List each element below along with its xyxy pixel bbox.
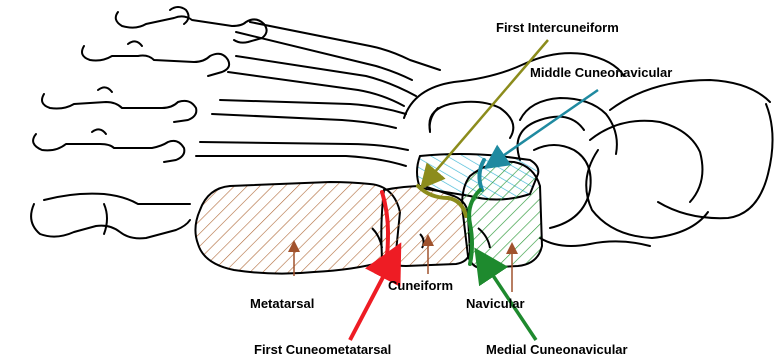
label-medial-cuneonavicular: Medial Cuneonavicular xyxy=(486,342,628,358)
label-first-intercuneiform: First Intercuneiform xyxy=(496,20,619,36)
cuneiform-bone xyxy=(381,186,470,266)
first-cuneometatarsal-pointer xyxy=(350,260,392,340)
label-navicular: Navicular xyxy=(466,296,525,312)
label-first-cuneometatarsal: First Cuneometatarsal xyxy=(254,342,391,358)
metatarsal-bone xyxy=(195,182,400,274)
label-middle-cuneonavicular: Middle Cuneonavicular xyxy=(530,65,672,81)
label-metatarsal: Metatarsal xyxy=(250,296,314,312)
navicular-bone xyxy=(462,162,542,268)
label-cuneiform: Cuneiform xyxy=(388,278,453,294)
